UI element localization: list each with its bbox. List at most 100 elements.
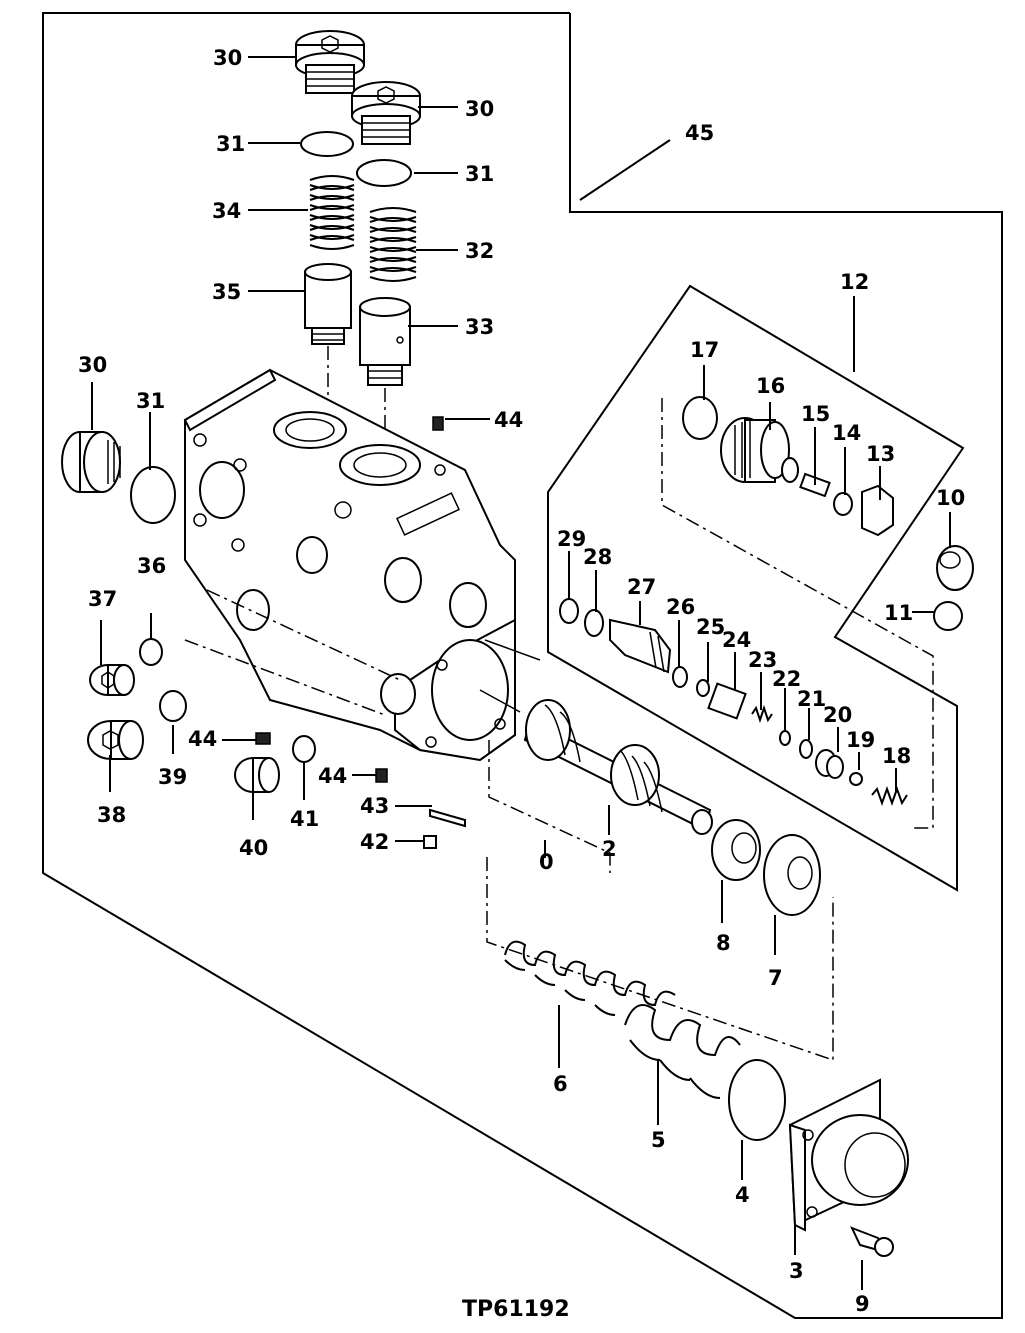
o-ring-31-upper-left	[300, 131, 354, 157]
o-ring-36	[139, 638, 163, 666]
o-ring-29	[559, 598, 579, 624]
callout-44: 44	[318, 764, 347, 788]
cap-13	[861, 484, 894, 537]
callout-22: 22	[772, 667, 801, 691]
callout-31: 31	[465, 162, 494, 186]
callout-29: 29	[557, 527, 586, 551]
callout-24: 24	[722, 628, 751, 652]
plug-27	[609, 618, 672, 674]
spring-32	[369, 207, 417, 282]
callout-30: 30	[465, 97, 494, 121]
callout-6: 6	[553, 1072, 568, 1096]
ring-22	[779, 730, 791, 746]
callout-10: 10	[936, 486, 965, 510]
callout-18: 18	[882, 744, 911, 768]
callout-8: 8	[716, 931, 731, 955]
plug-44-bottom	[375, 768, 388, 783]
callout-28: 28	[583, 545, 612, 569]
o-ring-31-upper-right	[356, 159, 412, 187]
callout-45: 45	[685, 121, 714, 145]
spool-2	[523, 699, 713, 835]
screw-9	[850, 1226, 894, 1257]
callout-21: 21	[797, 687, 826, 711]
spring-seat-8	[711, 819, 761, 881]
callout-39: 39	[158, 765, 187, 789]
plug-30-upper-right	[351, 81, 421, 145]
callout-0: 0	[539, 850, 554, 874]
callout-41: 41	[290, 807, 319, 831]
callout-30: 30	[213, 46, 242, 70]
callout-44: 44	[494, 408, 523, 432]
valve-body	[183, 368, 516, 762]
callout-40: 40	[239, 836, 268, 860]
o-ring-39	[159, 690, 187, 722]
callout-5: 5	[651, 1128, 666, 1152]
figure-reference: TP61192	[462, 1297, 570, 1322]
callout-23: 23	[748, 648, 777, 672]
plug-37	[89, 664, 135, 696]
relief-valve-16	[720, 417, 799, 483]
ring-25	[696, 679, 710, 697]
callout-25: 25	[696, 615, 725, 639]
callout-3: 3	[789, 1259, 804, 1283]
callout-7: 7	[768, 966, 783, 990]
callout-36: 36	[137, 554, 166, 578]
washer-7	[763, 834, 821, 916]
screw-42	[423, 835, 437, 849]
callout-43: 43	[360, 794, 389, 818]
o-ring-17	[682, 396, 718, 440]
spring-18	[871, 786, 908, 806]
callout-34: 34	[212, 199, 241, 223]
sleeve-24	[707, 682, 747, 720]
callout-42: 42	[360, 830, 389, 854]
plug-44-left	[255, 732, 271, 745]
callout-13: 13	[866, 442, 895, 466]
callout-17: 17	[690, 338, 719, 362]
o-ring-26	[672, 666, 688, 688]
bolt-11	[933, 601, 963, 631]
o-ring-41	[292, 735, 316, 763]
callout-30: 30	[78, 353, 107, 377]
callout-31: 31	[216, 132, 245, 156]
plug-30-left	[61, 431, 121, 493]
callout-12: 12	[840, 270, 869, 294]
plug-38	[87, 720, 144, 760]
piston-33	[359, 297, 411, 386]
o-ring-21	[799, 739, 813, 759]
spring-6	[504, 940, 676, 1016]
cover-3	[788, 1078, 909, 1232]
callout-33: 33	[465, 315, 494, 339]
callout-4: 4	[735, 1183, 750, 1207]
piston-35	[304, 263, 352, 345]
callout-38: 38	[97, 803, 126, 827]
seat-20	[815, 749, 844, 779]
callout-19: 19	[846, 728, 875, 752]
o-ring-4	[728, 1059, 786, 1141]
plug-44-top	[432, 416, 444, 431]
spring-23	[751, 704, 773, 724]
callout-9: 9	[855, 1292, 870, 1316]
spring-5	[624, 1004, 741, 1099]
callout-37: 37	[88, 587, 117, 611]
plug-40	[234, 757, 280, 793]
lock-10	[936, 545, 974, 591]
callout-15: 15	[801, 402, 830, 426]
callout-26: 26	[666, 595, 695, 619]
callout-32: 32	[465, 239, 494, 263]
callout-11: 11	[884, 601, 913, 625]
assembly-boundary	[42, 12, 1003, 1319]
callout-31: 31	[136, 389, 165, 413]
callout-44: 44	[188, 727, 217, 751]
spring-34	[309, 175, 355, 250]
callout-2: 2	[602, 837, 617, 861]
callout-16: 16	[756, 374, 785, 398]
washer-14	[833, 492, 853, 516]
poppet-19	[849, 772, 863, 786]
plug-30-upper-left	[295, 30, 365, 94]
plate-43	[429, 808, 466, 828]
subassembly-12-boundary	[547, 284, 965, 892]
callout-35: 35	[212, 280, 241, 304]
callout-20: 20	[823, 703, 852, 727]
ring-28	[584, 609, 604, 637]
